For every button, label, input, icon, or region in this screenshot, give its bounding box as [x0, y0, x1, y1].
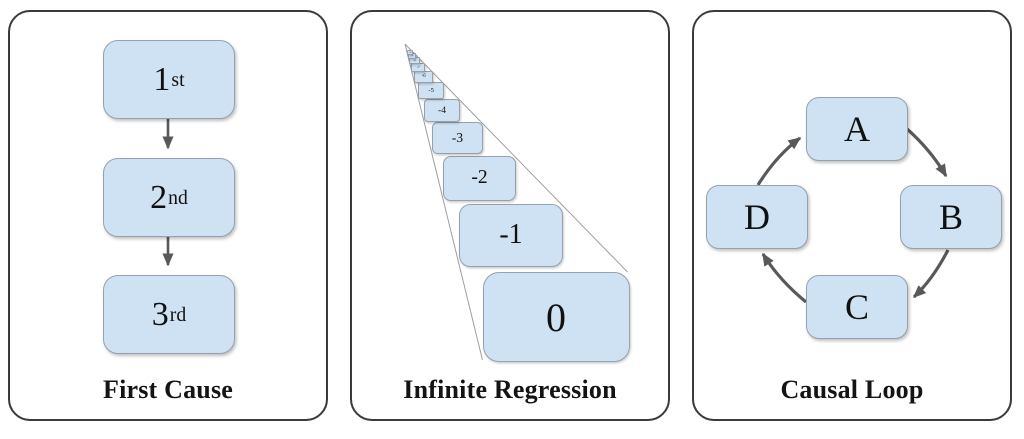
box-label: B [938, 197, 963, 237]
panel-title-first-cause: First Cause [102, 375, 234, 404]
regression-box: -10 [407, 50, 414, 55]
regression-box: -6 [414, 70, 434, 84]
causal-loop-box-a: A [806, 97, 908, 161]
panel-title-infinite-regression: Infinite Regression [403, 375, 617, 404]
box-label: 2 [150, 178, 168, 216]
arrow-a-to-b [904, 126, 948, 178]
regression-box: -7 [411, 62, 426, 72]
regression-box: 0 [482, 272, 630, 362]
causal-loop-box-c: C [806, 275, 908, 339]
causal-loop-box-b: B [900, 185, 1002, 249]
box-label: D [744, 197, 770, 237]
regression-box: -3 [431, 122, 484, 155]
box-label: A [844, 109, 870, 149]
regression-box: -5 [418, 82, 445, 100]
causal-loop-box-d: D [706, 185, 808, 249]
regression-box: -1 [459, 203, 563, 268]
panel-infinite-regression: 0-1-2-3-4-5-6-7-8-9-10 Infinite Regressi… [350, 10, 670, 421]
box-label: C [844, 287, 869, 327]
arrow-c-to-d [761, 252, 808, 304]
arrow-b-to-c [912, 249, 950, 299]
regression-box: -4 [423, 98, 461, 122]
regression-box: -2 [442, 155, 517, 201]
panel-title-causal-loop: Causal Loop [780, 375, 924, 404]
panel-causal-loop: A B C D Causal Loop [692, 10, 1012, 421]
arrow-d-to-a [756, 136, 802, 186]
box-label: 3 [151, 295, 169, 333]
box-label: 1 [153, 60, 171, 98]
